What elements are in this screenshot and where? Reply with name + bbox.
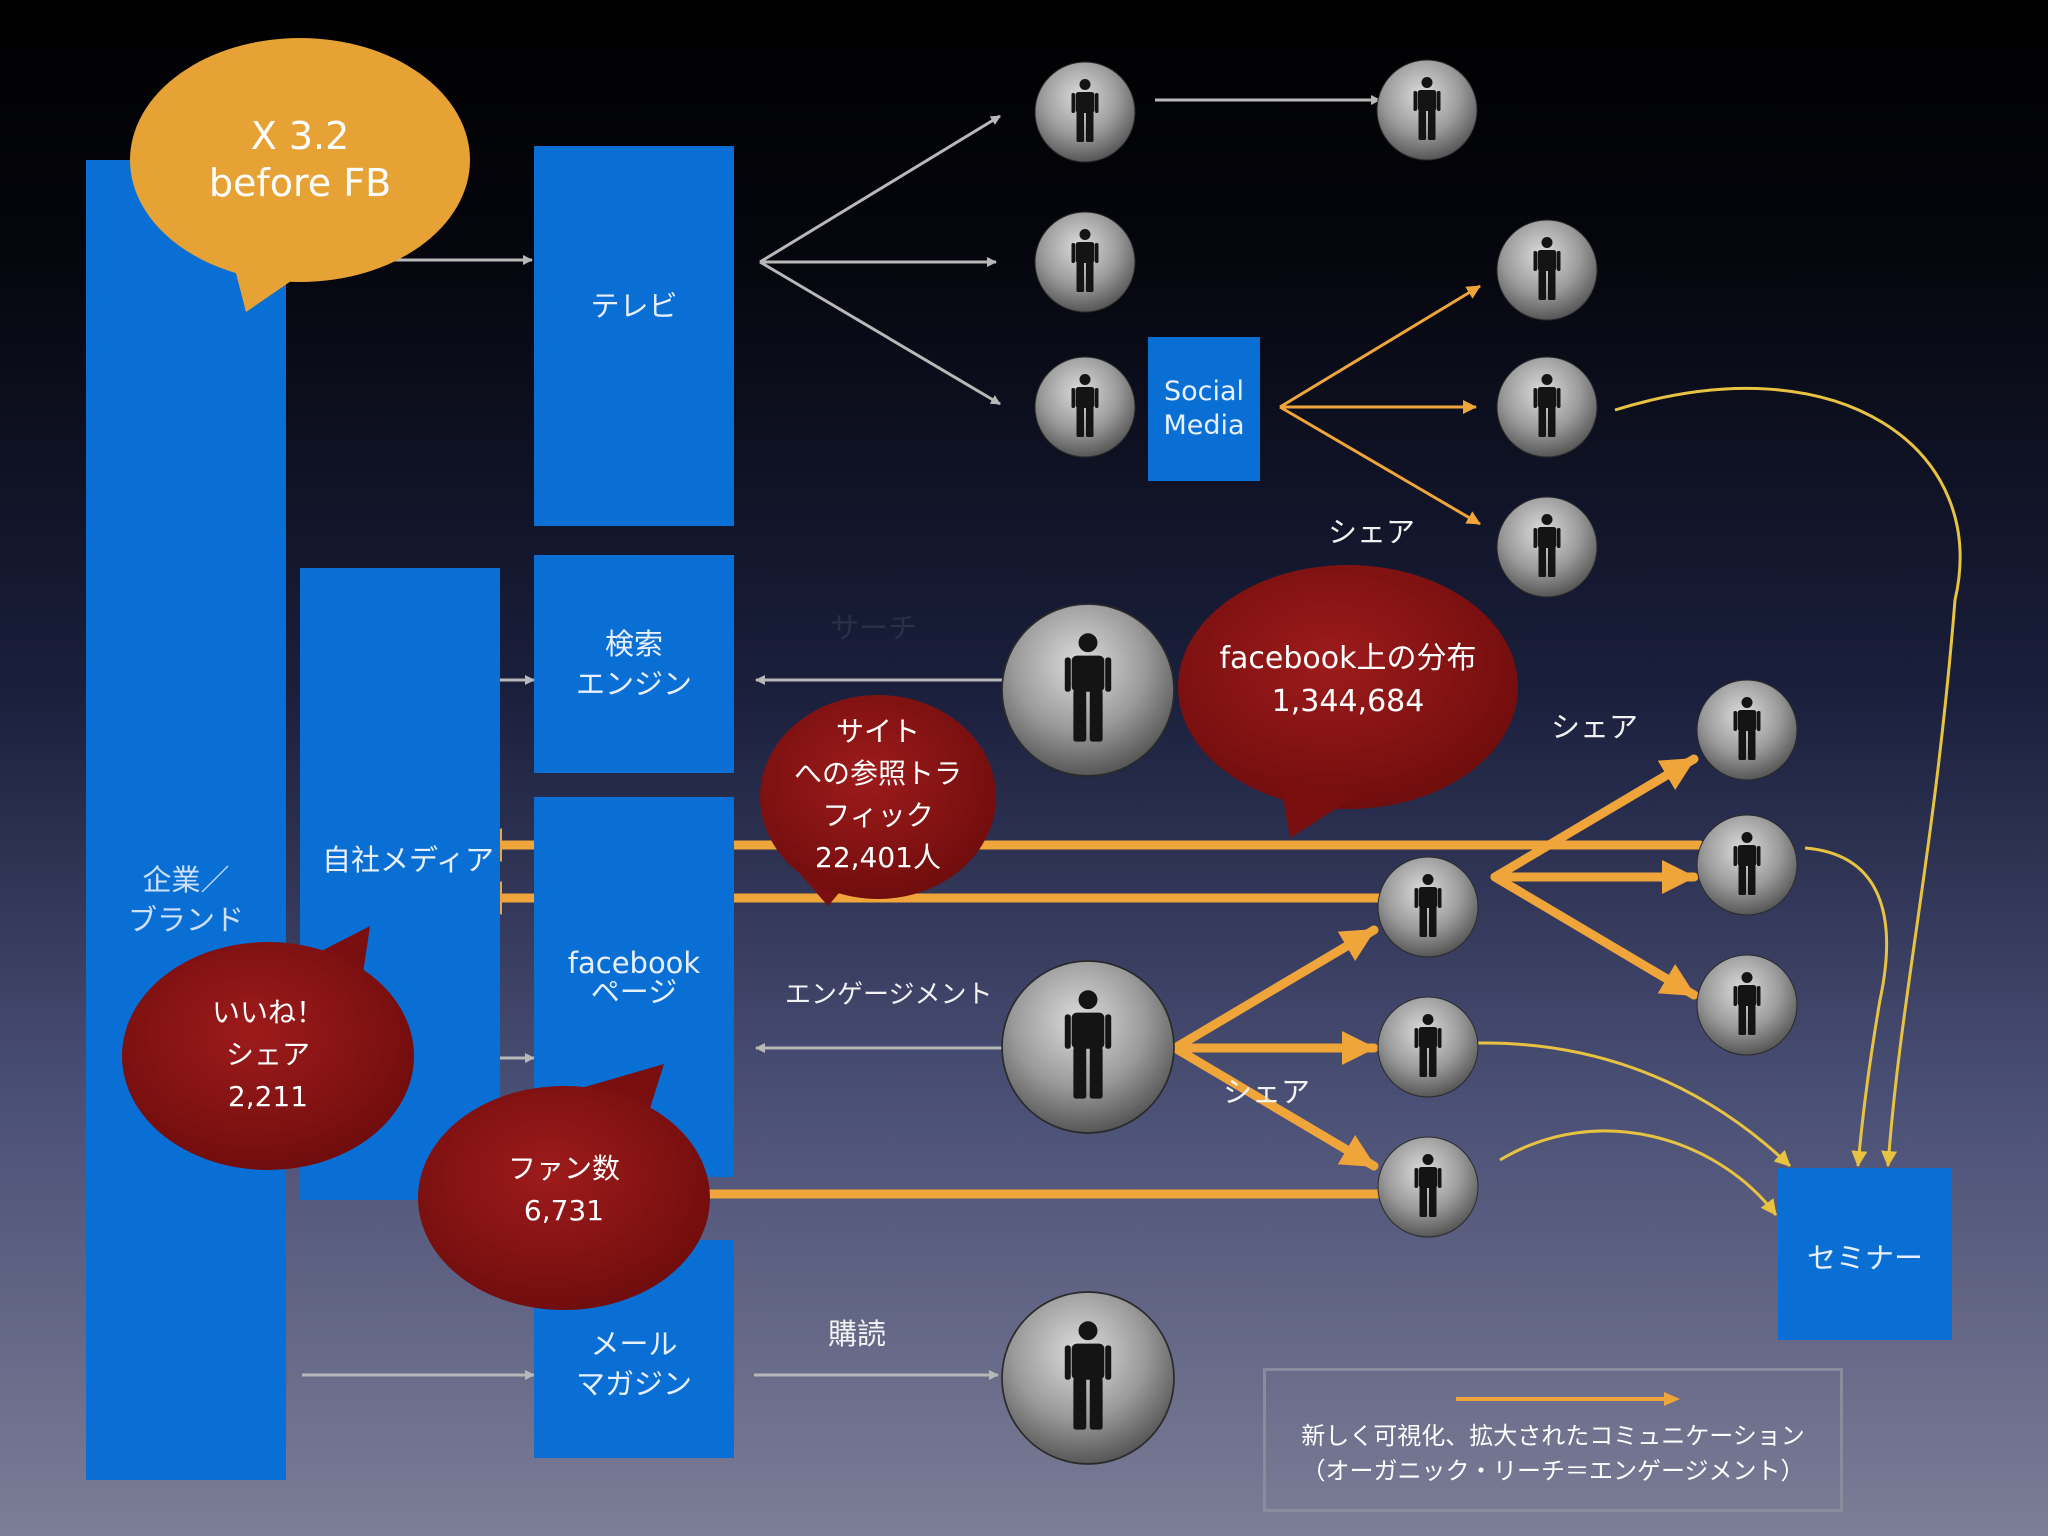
arrow-fan-user-to-seminar-1 xyxy=(1804,846,1889,1167)
fans-bubble xyxy=(418,1064,710,1310)
likes-bubble-text: いいね！ シェア 2,211 xyxy=(211,996,324,1113)
seminar-label: セミナー xyxy=(1806,1240,1923,1275)
search-label: サーチ xyxy=(830,611,918,645)
share-label-top: シェア xyxy=(1328,515,1416,549)
arrow-tv-to-viewer-3 xyxy=(759,260,1001,406)
brand-box: 企業／ ブランド xyxy=(86,160,286,1480)
mail-magazine-label: メール マガジン xyxy=(575,1326,692,1401)
arrow-engager-to-user-3 xyxy=(1170,1043,1379,1171)
owned-media-label: 自社メディア xyxy=(322,842,494,877)
referral-bubble-text: サイト への参照トラ フィック 22,401人 xyxy=(793,715,962,874)
social-media-label: Social Media xyxy=(1163,376,1245,441)
search-engine-box: 検索 エンジン xyxy=(534,555,734,773)
social-media-box: Social Media xyxy=(1148,337,1260,481)
distribution-bubble-text: facebook上の分布 1,344,684 xyxy=(1219,640,1477,720)
engagement-label: エンゲージメント xyxy=(785,980,993,1010)
arrow-fan-user-to-seminar-3 xyxy=(1499,1129,1778,1216)
multiplier-bubble-text: X 3.2 before FB xyxy=(208,113,392,206)
legend-box: 新しく可視化、拡大されたコミュニケーション （オーガニック・リーチ＝エンゲージメ… xyxy=(1263,1368,1843,1512)
brand-label: 企業／ ブランド xyxy=(127,862,244,937)
fans-bubble-text: ファン数 6,731 xyxy=(507,1152,620,1227)
likes-bubble xyxy=(122,926,414,1170)
arrow-share-to-user-1 xyxy=(1490,754,1699,882)
gray-arrows xyxy=(302,95,1381,1380)
arrow-share-to-user-3 xyxy=(1490,872,1699,1000)
referral-bubble xyxy=(760,695,996,906)
legend-arrow-icon xyxy=(1456,1392,1680,1406)
tv-label: テレビ xyxy=(590,288,678,323)
share-label-mid: シェア xyxy=(1223,1075,1311,1109)
social-share-arrows xyxy=(1279,284,1481,526)
arrow-social-to-user-3 xyxy=(1279,405,1481,526)
distribution-bubble xyxy=(1178,565,1518,838)
search-engine-label: 検索 エンジン xyxy=(575,626,692,701)
share-label-right: シェア xyxy=(1551,710,1639,744)
arrow-fan-user-to-seminar-2 xyxy=(1429,1041,1792,1168)
arrow-share-user-to-seminar xyxy=(1614,386,1962,1167)
multiplier-bubble xyxy=(130,38,470,312)
legend-text: 新しく可視化、拡大されたコミュニケーション （オーガニック・リーチ＝エンゲージメ… xyxy=(1301,1422,1805,1485)
seminar-box: セミナー xyxy=(1778,1168,1952,1340)
seminar-arrows xyxy=(1429,386,1962,1216)
arrow-engager-to-user-1 xyxy=(1170,925,1379,1053)
facebook-page-label: facebook ページ xyxy=(567,946,701,1009)
arrow-social-to-user-1 xyxy=(1279,284,1481,409)
arrow-tv-to-viewer-1 xyxy=(759,114,1001,264)
subscribe-label: 購読 xyxy=(828,1317,887,1351)
tv-box: テレビ xyxy=(534,146,734,526)
